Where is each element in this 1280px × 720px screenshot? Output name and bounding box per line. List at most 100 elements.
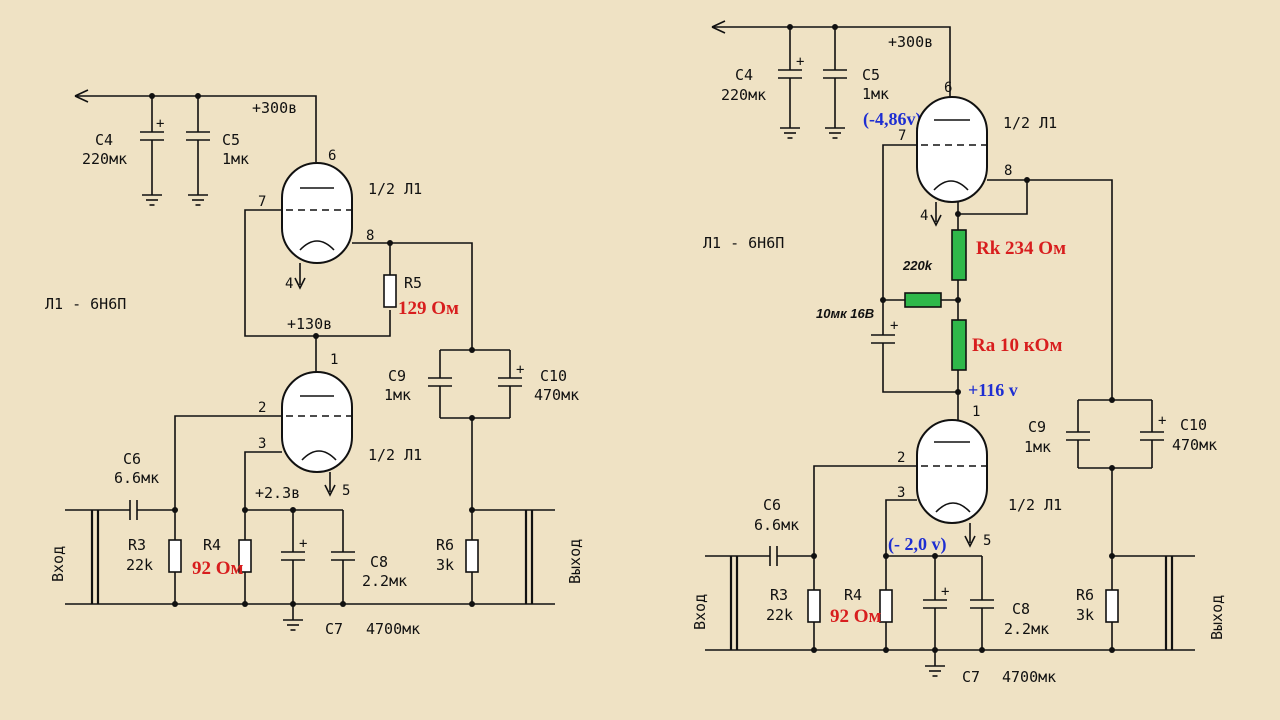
- right-c4-plus: +: [796, 54, 804, 70]
- right-c8-name: C8: [1012, 600, 1030, 618]
- left-c5-name: C5: [222, 131, 240, 149]
- left-output-label: Выход: [566, 539, 584, 584]
- right-r3-value: 22k: [766, 606, 793, 624]
- right-schematic: +300в + C4 220мк C5 1мк (-4,86v) 6 7 8 4…: [691, 20, 1226, 686]
- left-pin-5: 5: [342, 483, 350, 499]
- right-pin-5: 5: [983, 533, 991, 549]
- right-c10-name: C10: [1180, 416, 1207, 434]
- right-ra-label: Ra 10 кОм: [972, 335, 1062, 356]
- left-tube-top-label: 1/2 Л1: [368, 180, 422, 198]
- right-anode-voltage: +116 v: [968, 380, 1018, 400]
- left-schematic: +300в + C4 220мк C5 1мк 6 7 8 4 1/2 Л1 R…: [45, 89, 584, 638]
- right-output-label: Выход: [1208, 595, 1226, 640]
- left-r3-value: 22k: [126, 556, 153, 574]
- right-pin-6: 6: [944, 80, 952, 96]
- right-c9-c10: + C9 1мк C10 470мк: [1024, 397, 1217, 471]
- left-c6-value: 6.6мк: [114, 469, 159, 487]
- right-cap10-label: 10мк 16В: [816, 306, 874, 321]
- right-c5-value: 1мк: [862, 85, 889, 103]
- left-c7-name: C7: [325, 620, 343, 638]
- left-r5-value: 129 Ом: [398, 298, 459, 319]
- left-c9-name: C9: [388, 367, 406, 385]
- right-tube-type: Л1 - 6Н6П: [703, 234, 784, 252]
- left-c4-value: 220мк: [82, 150, 127, 168]
- right-pin-1: 1: [972, 404, 980, 420]
- right-c5-capacitor: C5 1мк: [823, 27, 889, 139]
- left-c7-plus: +: [299, 536, 307, 552]
- right-pin-2: 2: [897, 450, 905, 466]
- left-c10-value: 470мк: [534, 386, 579, 404]
- left-tube-bottom-label: 1/2 Л1: [368, 446, 422, 464]
- right-pin-3: 3: [897, 485, 905, 501]
- right-tube-top: 6 7 8 4 1/2 Л1: [898, 80, 1057, 224]
- right-c8-value: 2.2мк: [1004, 620, 1049, 638]
- left-r6-value: 3k: [436, 556, 454, 574]
- left-c5-capacitor: C5 1мк: [186, 96, 249, 206]
- left-c9-value: 1мк: [384, 386, 411, 404]
- left-c10-plus: +: [516, 362, 524, 378]
- left-supply-label: +300в: [252, 99, 297, 117]
- left-c8-value: 2.2мк: [362, 572, 407, 590]
- right-r4-name: R4: [844, 586, 862, 604]
- right-tube-bottom: 1 2 3 5 1/2 Л1: [897, 404, 1062, 549]
- right-c10-plus: +: [1158, 413, 1166, 429]
- right-r220-label: 220k: [902, 258, 933, 273]
- left-c6-name: C6: [123, 450, 141, 468]
- right-r6-value: 3k: [1076, 606, 1094, 624]
- right-rk-label: Rk 234 Ом: [976, 238, 1066, 259]
- right-r3-name: R3: [770, 586, 788, 604]
- right-cathode-voltage: (- 2,0 v): [888, 534, 946, 555]
- left-r5-name: R5: [404, 274, 422, 292]
- left-pin-3: 3: [258, 436, 266, 452]
- right-r4-value: 92 Ом: [830, 606, 882, 627]
- left-c4-plus: +: [156, 116, 164, 132]
- right-c4-name: C4: [735, 66, 753, 84]
- left-pin-4: 4: [285, 276, 293, 292]
- right-c9-value: 1мк: [1024, 438, 1051, 456]
- left-tube-top: 6 7 8 4 1/2 Л1: [258, 148, 422, 292]
- left-mid-voltage: +130в: [287, 315, 332, 333]
- right-r6-name: R6: [1076, 586, 1094, 604]
- left-input-label: Вход: [49, 546, 67, 582]
- right-input-label: Вход: [691, 594, 709, 630]
- right-pin-4: 4: [920, 208, 928, 224]
- left-pin-7: 7: [258, 194, 266, 210]
- right-c7-plus: +: [941, 584, 949, 600]
- right-c5-name: C5: [862, 66, 880, 84]
- left-c7-value: 4700мк: [366, 620, 420, 638]
- left-c4-name: C4: [95, 131, 113, 149]
- left-r4-value: 92 Ом: [192, 558, 244, 579]
- right-c9-name: C9: [1028, 418, 1046, 436]
- right-c7-value: 4700мк: [1002, 668, 1056, 686]
- left-c10-name: C10: [540, 367, 567, 385]
- left-pin-6: 6: [328, 148, 336, 164]
- right-c6-name: C6: [763, 496, 781, 514]
- right-c7-name: C7: [962, 668, 980, 686]
- left-pin-8: 8: [366, 228, 374, 244]
- left-c8-name: C8: [370, 553, 388, 571]
- left-c9-c10: + C9 1мк C10 470мк: [384, 347, 579, 421]
- left-r6-name: R6: [436, 536, 454, 554]
- left-c5-value: 1мк: [222, 150, 249, 168]
- right-supply-label: +300в: [888, 33, 933, 51]
- left-c4-capacitor: + C4 220мк: [82, 96, 164, 206]
- left-tube-type: Л1 - 6Н6П: [45, 295, 126, 313]
- right-supply-rail: +300в: [711, 20, 951, 97]
- left-cathode-voltage: +2.3в: [255, 484, 300, 502]
- left-r3-name: R3: [128, 536, 146, 554]
- right-cap10-plus: +: [890, 318, 898, 334]
- left-pin-1: 1: [330, 352, 338, 368]
- right-tube-bottom-label: 1/2 Л1: [1008, 496, 1062, 514]
- right-pin-8: 8: [1004, 163, 1012, 179]
- right-c10-value: 470мк: [1172, 436, 1217, 454]
- right-c6-value: 6.6мк: [754, 516, 799, 534]
- right-pin-7: 7: [898, 128, 906, 144]
- right-c4-capacitor: + C4 220мк: [721, 27, 804, 139]
- left-r4-name: R4: [203, 536, 221, 554]
- right-c4-value: 220мк: [721, 86, 766, 104]
- left-pin-2: 2: [258, 400, 266, 416]
- right-grid-voltage: (-4,86v): [863, 109, 921, 130]
- left-supply-rail: +300в: [74, 89, 317, 162]
